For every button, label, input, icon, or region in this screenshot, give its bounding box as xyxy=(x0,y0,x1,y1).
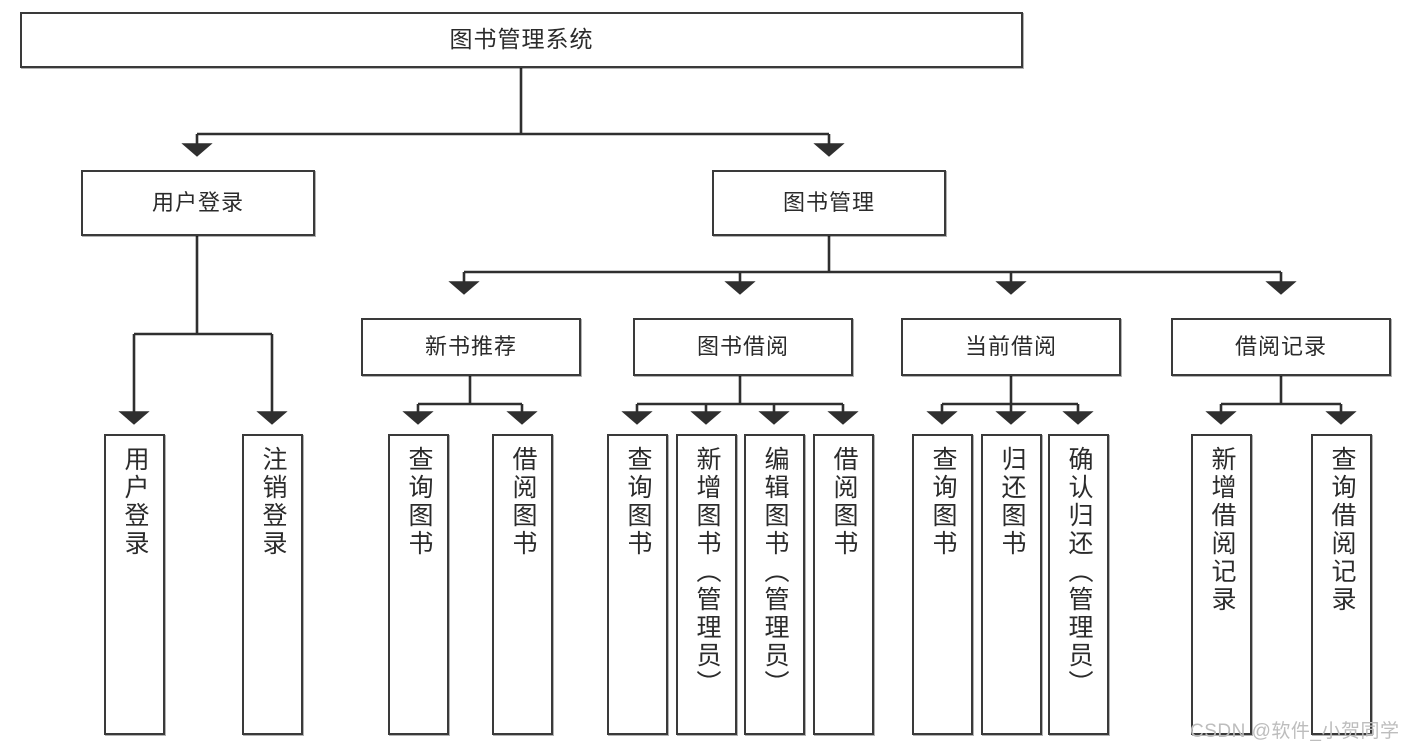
leaf-add-book[interactable]: 新增图书（管理员） xyxy=(676,434,737,735)
node-label: 借阅记录 xyxy=(1234,333,1327,359)
node-book-borrow[interactable]: 图书借阅 xyxy=(633,318,853,376)
node-label: 图书管理系统 xyxy=(449,26,594,53)
node-label: 用户登录 xyxy=(151,189,244,215)
leaf-query-book-1[interactable]: 查询图书 xyxy=(388,434,449,735)
node-label: 图书借阅 xyxy=(696,333,789,359)
node-label: 查询图书 xyxy=(929,446,957,558)
node-label: 归还图书 xyxy=(998,446,1026,558)
node-label: 用户登录 xyxy=(121,446,149,558)
node-label: 编辑图书（管理员） xyxy=(761,446,789,698)
node-label: 当前借阅 xyxy=(964,333,1057,359)
node-label: 查询图书 xyxy=(624,446,652,558)
node-user-login[interactable]: 用户登录 xyxy=(81,170,315,236)
node-label: 借阅图书 xyxy=(830,446,858,558)
node-label: 图书管理 xyxy=(782,189,875,215)
leaf-add-record[interactable]: 新增借阅记录 xyxy=(1191,434,1252,735)
node-label: 查询图书 xyxy=(405,446,433,558)
node-root-system[interactable]: 图书管理系统 xyxy=(20,12,1023,68)
leaf-logout-login[interactable]: 注销登录 xyxy=(242,434,303,735)
leaf-edit-book[interactable]: 编辑图书（管理员） xyxy=(744,434,805,735)
node-label: 新增图书（管理员） xyxy=(693,446,721,698)
node-book-manage[interactable]: 图书管理 xyxy=(712,170,946,236)
leaf-query-book-3[interactable]: 查询图书 xyxy=(912,434,973,735)
leaf-user-login[interactable]: 用户登录 xyxy=(104,434,165,735)
node-label: 借阅图书 xyxy=(509,446,537,558)
node-label: 查询借阅记录 xyxy=(1328,446,1356,614)
node-label: 注销登录 xyxy=(259,446,287,558)
leaf-borrow-book-2[interactable]: 借阅图书 xyxy=(813,434,874,735)
node-label: 新增借阅记录 xyxy=(1208,446,1236,614)
leaf-confirm-return[interactable]: 确认归还（管理员） xyxy=(1048,434,1109,735)
node-label: 新书推荐 xyxy=(424,333,517,359)
node-new-book-recommend[interactable]: 新书推荐 xyxy=(361,318,581,376)
csdn-watermark: CSDN @软件_小贺同学 xyxy=(1190,721,1400,742)
leaf-query-record[interactable]: 查询借阅记录 xyxy=(1311,434,1372,735)
leaf-borrow-book-1[interactable]: 借阅图书 xyxy=(492,434,553,735)
leaf-return-book[interactable]: 归还图书 xyxy=(981,434,1042,735)
node-current-borrow[interactable]: 当前借阅 xyxy=(901,318,1121,376)
node-label: 确认归还（管理员） xyxy=(1065,446,1093,698)
node-borrow-record[interactable]: 借阅记录 xyxy=(1171,318,1391,376)
leaf-query-book-2[interactable]: 查询图书 xyxy=(607,434,668,735)
